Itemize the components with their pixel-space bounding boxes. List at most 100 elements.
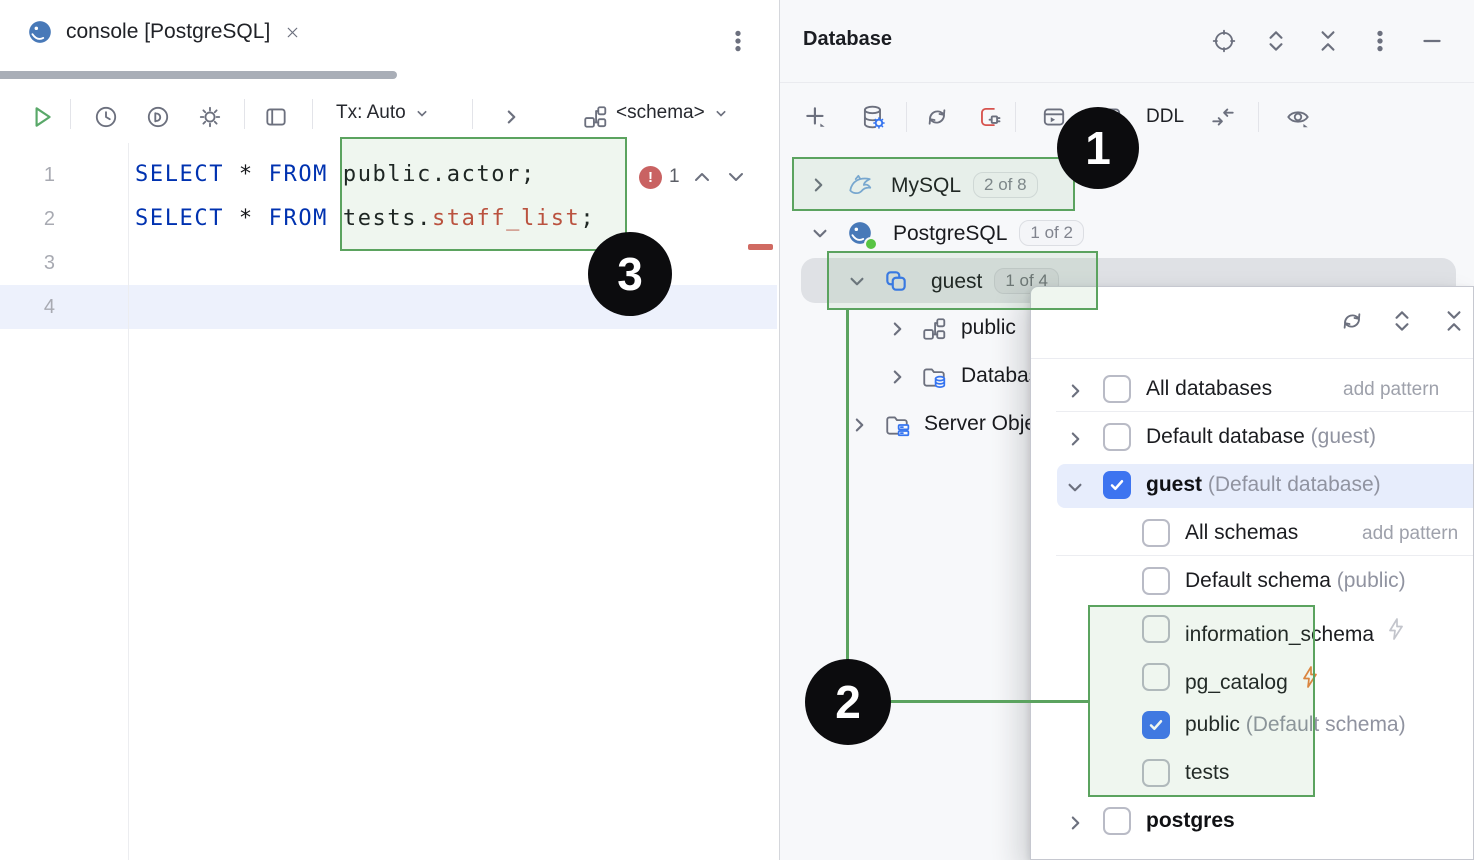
popup-row-all-schemas[interactable]: All schemas add pattern: [1031, 510, 1473, 558]
refresh-icon[interactable]: [1338, 307, 1366, 335]
expand-panel-icon[interactable]: [1262, 27, 1290, 55]
introspection-bolt-icon-gray: [1384, 617, 1408, 647]
checkbox-checked[interactable]: [1142, 711, 1170, 739]
tab-close-icon[interactable]: [282, 22, 302, 42]
popup-row-label: guest (Default database): [1146, 473, 1381, 496]
gutter-separator: [128, 143, 129, 860]
chevron-right-icon[interactable]: [883, 315, 911, 343]
sql-unresolved-reference: staff_list: [431, 206, 581, 231]
execution-plan-icon[interactable]: [144, 103, 172, 131]
tree-item-public-schema[interactable]: public: [780, 305, 1474, 353]
refresh-icon[interactable]: [923, 103, 951, 131]
inspection-widget: ! 1: [639, 165, 748, 189]
popup-row-all-databases[interactable]: All databases add pattern: [1031, 366, 1473, 414]
more-toolbar-chevron-icon[interactable]: [497, 103, 525, 131]
chevron-right-icon[interactable]: [1061, 377, 1089, 405]
checkbox-unchecked[interactable]: [1103, 807, 1131, 835]
ddl-mapping-button[interactable]: DDL: [1146, 106, 1185, 127]
sql-text: *: [224, 206, 269, 231]
popup-row-label: public (Default schema): [1185, 713, 1406, 736]
datasource-properties-icon[interactable]: [859, 103, 887, 131]
popup-row-label: All databases: [1146, 377, 1273, 400]
disconnect-icon[interactable]: [975, 103, 1003, 131]
tx-mode-value: Tx: Auto: [336, 102, 406, 123]
checkbox-unchecked[interactable]: [1142, 519, 1170, 547]
panel-options-kebab-icon[interactable]: [1366, 27, 1394, 55]
mysql-dolphin-icon: [846, 171, 874, 199]
checkbox-unchecked[interactable]: [1103, 375, 1131, 403]
jump-to-console-icon[interactable]: [1040, 103, 1068, 131]
next-error-chevron-icon[interactable]: [724, 165, 748, 189]
checkbox-unchecked[interactable]: [1103, 423, 1131, 451]
chevron-right-icon[interactable]: [1061, 809, 1089, 837]
popup-row-default-schema[interactable]: Default schema (public): [1031, 558, 1473, 606]
checkbox-unchecked[interactable]: [1142, 663, 1170, 691]
add-datasource-plus-icon[interactable]: [802, 103, 830, 131]
tx-mode-dropdown[interactable]: Tx: Auto: [336, 102, 432, 124]
checkbox-unchecked[interactable]: [1142, 615, 1170, 643]
popup-row-default-database[interactable]: Default database (guest): [1031, 414, 1473, 462]
error-badge-icon[interactable]: !: [639, 165, 662, 189]
panel-title: Database: [803, 28, 892, 50]
collapse-all-icon[interactable]: [1440, 307, 1468, 335]
popup-row-label: tests: [1185, 761, 1230, 784]
schema-icon: [581, 103, 609, 131]
chevron-right-icon[interactable]: [883, 363, 911, 391]
sql-keyword: SELECT: [135, 206, 225, 231]
popup-row-tests[interactable]: tests: [1031, 750, 1473, 798]
popup-header: [1031, 287, 1473, 359]
editor-toolbar: Tx: Auto <schema>: [0, 82, 778, 144]
history-icon[interactable]: [92, 103, 120, 131]
error-stripe-mark[interactable]: [748, 244, 773, 250]
hide-panel-icon[interactable]: [1418, 27, 1446, 55]
popup-row-information-schema[interactable]: information_schema: [1031, 606, 1473, 654]
view-options-eye-icon[interactable]: [1284, 103, 1312, 131]
locate-crosshair-icon[interactable]: [1210, 27, 1238, 55]
ddl-sync-arrows-icon[interactable]: [1209, 103, 1237, 131]
count-badge: 1 of 4: [994, 268, 1059, 294]
settings-gear-icon[interactable]: [196, 103, 224, 131]
in-editor-results-icon[interactable]: [262, 103, 290, 131]
chevron-down-icon[interactable]: [843, 267, 871, 295]
prev-error-chevron-icon[interactable]: [690, 165, 714, 189]
tab-title: console [PostgreSQL]: [66, 20, 271, 43]
annotation-box-mysql: [792, 157, 1075, 211]
sql-keyword: FROM: [268, 206, 329, 231]
sql-text: public.actor;: [328, 162, 536, 187]
chevron-right-icon[interactable]: [845, 411, 873, 439]
run-button[interactable]: [28, 103, 56, 131]
add-pattern-link[interactable]: add pattern: [1343, 379, 1440, 400]
checkbox-checked[interactable]: [1103, 471, 1131, 499]
tabbar-scrollbar-thumb[interactable]: [0, 71, 397, 79]
chevron-right-icon[interactable]: [804, 171, 832, 199]
sql-text: ;: [580, 206, 596, 231]
popup-row-public[interactable]: public (Default schema): [1031, 702, 1473, 750]
popup-row-guest[interactable]: guest (Default database): [1031, 462, 1473, 510]
folder-server-icon: [883, 411, 911, 439]
annotation-box-schemas: [1088, 605, 1315, 797]
chevron-right-icon[interactable]: [1061, 425, 1089, 453]
editor-pane: console [PostgreSQL]: [0, 18, 778, 860]
annotation-box-editor-statements: [340, 137, 627, 251]
chevron-down-icon[interactable]: [806, 219, 834, 247]
count-badge: 2 of 8: [973, 172, 1038, 198]
annotation-connector-horizontal: [889, 700, 1088, 703]
expand-all-icon[interactable]: [1388, 307, 1416, 335]
tree-item-label: Server Objects: [924, 412, 1063, 435]
checkbox-unchecked[interactable]: [1142, 759, 1170, 787]
schema-selector-dropdown[interactable]: <schema>: [616, 102, 731, 124]
checkbox-unchecked[interactable]: [1142, 567, 1170, 595]
popup-row-postgres[interactable]: postgres: [1031, 798, 1473, 846]
tree-item-server-objects[interactable]: Server Objects: [780, 401, 1474, 449]
collapse-panel-icon[interactable]: [1314, 27, 1342, 55]
add-pattern-link[interactable]: add pattern: [1362, 523, 1459, 544]
tab-options-kebab-icon[interactable]: [724, 27, 752, 55]
tab-console-postgresql[interactable]: console [PostgreSQL]: [26, 18, 302, 46]
popup-row-pg-catalog[interactable]: pg_catalog: [1031, 654, 1473, 702]
chevron-down-icon[interactable]: [1061, 473, 1089, 501]
